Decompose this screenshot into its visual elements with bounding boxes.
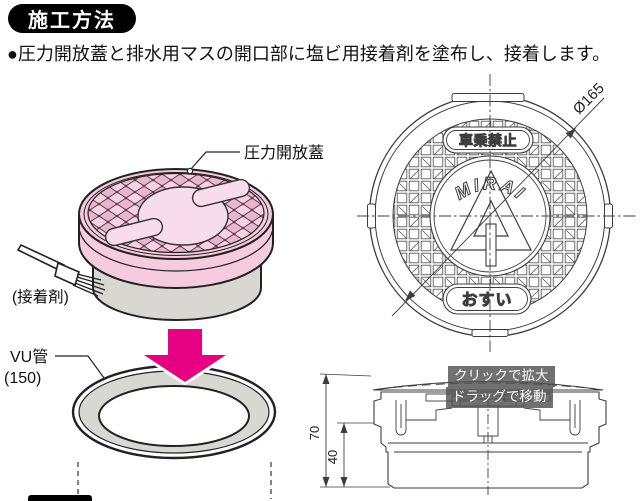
plan-view-drawing: MIRAI 車乗禁止 おすい bbox=[357, 74, 637, 352]
next-section-badge-partial bbox=[28, 495, 92, 501]
pipe-opening bbox=[71, 364, 277, 460]
sewage-plate: おすい bbox=[442, 283, 532, 315]
pipe-callout: VU管 (150) bbox=[4, 348, 105, 387]
center-lines bbox=[357, 74, 637, 352]
dimension-40: 40 bbox=[325, 422, 374, 487]
assembly-illustration: 圧力開放蓋 (接着剤) VU管 (150) bbox=[4, 144, 324, 499]
insert-arrow-icon bbox=[141, 326, 229, 385]
lid-slot-lower bbox=[104, 217, 164, 247]
dimension-70: 70 bbox=[307, 373, 390, 488]
pipe-callout-line1: VU管 bbox=[10, 348, 48, 366]
adhesive-callout-label: (接着剤) bbox=[12, 288, 69, 306]
section-body-outline bbox=[373, 391, 607, 489]
dimension-70-label: 70 bbox=[307, 426, 322, 440]
viewer-tooltip: クリックで拡大 ドラッグで移動 bbox=[446, 366, 555, 408]
pressure-release-lid bbox=[78, 168, 274, 289]
dimension-40-label: 40 bbox=[325, 450, 340, 464]
section-internal-details bbox=[388, 393, 588, 495]
viewer-tooltip-line2: ドラッグで移動 bbox=[446, 386, 553, 408]
pipe-callout-line2: (150) bbox=[4, 370, 41, 387]
adhesive-brush bbox=[16, 243, 106, 297]
lid-callout-label: 圧力開放蓋 bbox=[244, 144, 324, 162]
rim-notch-top bbox=[451, 93, 525, 102]
brand-logo-mark bbox=[450, 169, 532, 267]
no-vehicle-label: 車乗禁止 bbox=[459, 133, 517, 149]
lid-callout: 圧力開放蓋 bbox=[186, 144, 324, 175]
viewer-tooltip-line1: クリックで拡大 bbox=[448, 366, 555, 387]
instruction-text: ●圧力開放蓋と排水用マスの開口部に塩ビ用接着剤を塗布し、接着します。 bbox=[7, 44, 611, 64]
no-vehicle-plate: 車乗禁止 bbox=[442, 126, 534, 154]
sewage-label: おすい bbox=[461, 291, 512, 309]
lid-slot-upper bbox=[191, 178, 251, 208]
section-header-badge: 施工方法 bbox=[8, 4, 136, 33]
diameter-label: Ø165 bbox=[570, 80, 608, 118]
